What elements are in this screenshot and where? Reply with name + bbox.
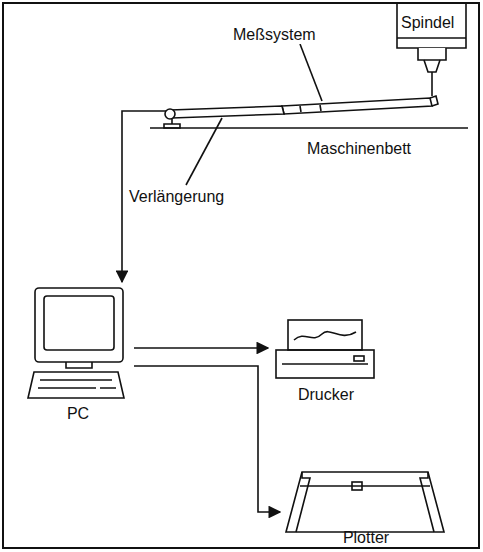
device-label: PC [22, 405, 134, 423]
part-label: Spindel [400, 14, 455, 32]
signal-arrow [134, 366, 280, 512]
device-node: PC [22, 280, 134, 425]
part-label: Maschinenbett [306, 140, 412, 158]
plotter-illustration [286, 472, 444, 532]
signal-arrow [134, 347, 268, 349]
printer-illustration [276, 320, 374, 378]
spindle [397, 3, 466, 96]
device-label: Plotter [280, 529, 452, 547]
part-label: Verlängerung [128, 188, 225, 206]
frame [3, 3, 479, 548]
leader-line [186, 118, 222, 185]
part-label: Meßsystem [232, 26, 317, 44]
extension [164, 106, 284, 128]
device-label: Drucker [268, 386, 384, 404]
pc-illustration [28, 288, 124, 398]
device-node: Drucker [268, 314, 384, 406]
device-node: Plotter [280, 464, 452, 549]
machine-bed [150, 127, 468, 129]
measuring-system [282, 96, 438, 114]
leader-line [300, 44, 322, 101]
